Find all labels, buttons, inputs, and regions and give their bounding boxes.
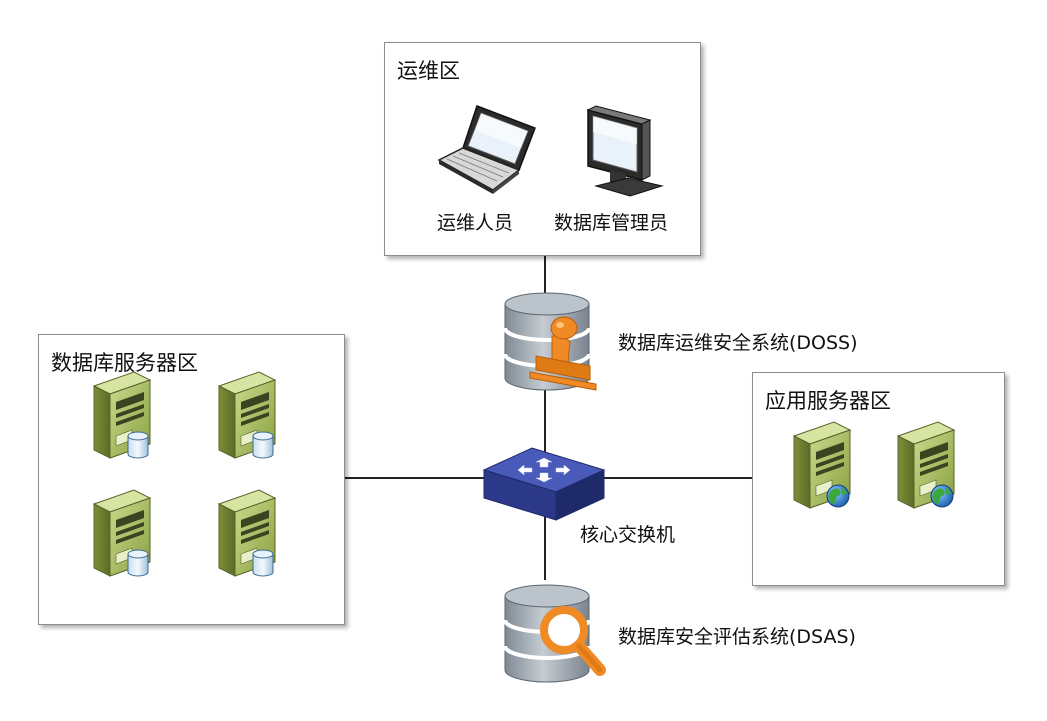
- dsas-database-magnifier-icon: [503, 584, 606, 684]
- web-server-icon: [884, 416, 964, 516]
- app-server-zone-title: 应用服务器区: [765, 389, 891, 413]
- db-server-icon: [80, 366, 160, 466]
- dba-label: 数据库管理员: [554, 212, 669, 234]
- monitor-icon: [586, 105, 664, 197]
- core-switch-icon: [482, 447, 606, 521]
- doss-database-stamp-icon: [503, 292, 597, 392]
- core-switch-label: 核心交换机: [580, 524, 676, 546]
- doss-label: 数据库运维安全系统(DOSS): [618, 332, 858, 354]
- db-server-zone-title: 数据库服务器区: [51, 351, 198, 375]
- db-server-icon: [205, 366, 285, 466]
- db-server-icon: [80, 484, 160, 584]
- web-server-icon: [780, 416, 860, 516]
- ops-zone-title: 运维区: [397, 59, 460, 83]
- dsas-label: 数据库安全评估系统(DSAS): [618, 626, 856, 648]
- db-server-icon: [205, 484, 285, 584]
- laptop-icon: [437, 105, 536, 194]
- db-server-zone: 数据库服务器区: [38, 334, 345, 625]
- ops-staff-label: 运维人员: [437, 212, 514, 234]
